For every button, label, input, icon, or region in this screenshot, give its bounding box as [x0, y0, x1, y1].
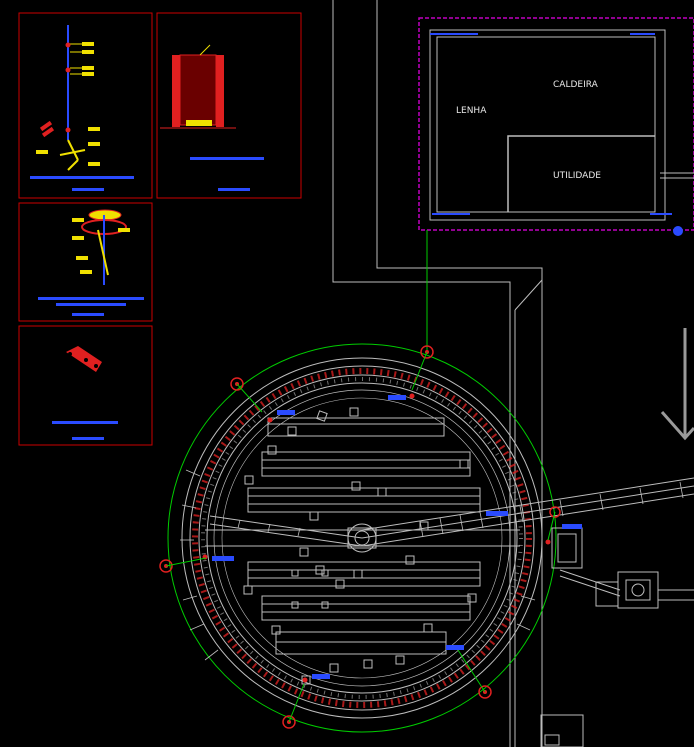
- detail-a-drawing: [38, 209, 144, 316]
- equipment-right: [551, 527, 694, 609]
- room-label-utility: UTILIDADE: [553, 171, 601, 181]
- room-label-boiler: CALDEIRA: [553, 80, 599, 90]
- north-arrow-icon: [660, 328, 694, 441]
- detail-frames: [18, 12, 302, 446]
- bridge-hatch: [237, 481, 684, 538]
- tray-rows: [205, 417, 520, 655]
- rotating-bridge: [209, 477, 694, 553]
- detail-c-drawing: [160, 44, 264, 191]
- detail-d-drawing: [52, 346, 118, 440]
- ring-spokes: [180, 469, 536, 661]
- circular-tank: [167, 343, 557, 733]
- green-leads: [165, 351, 556, 723]
- red-valves: [159, 345, 561, 729]
- room-label-firewood: LENHA: [456, 106, 487, 116]
- building: [418, 17, 694, 236]
- blue-markers: [212, 395, 582, 679]
- detail-b-drawing: [30, 25, 134, 191]
- small-blocks: [243, 407, 477, 685]
